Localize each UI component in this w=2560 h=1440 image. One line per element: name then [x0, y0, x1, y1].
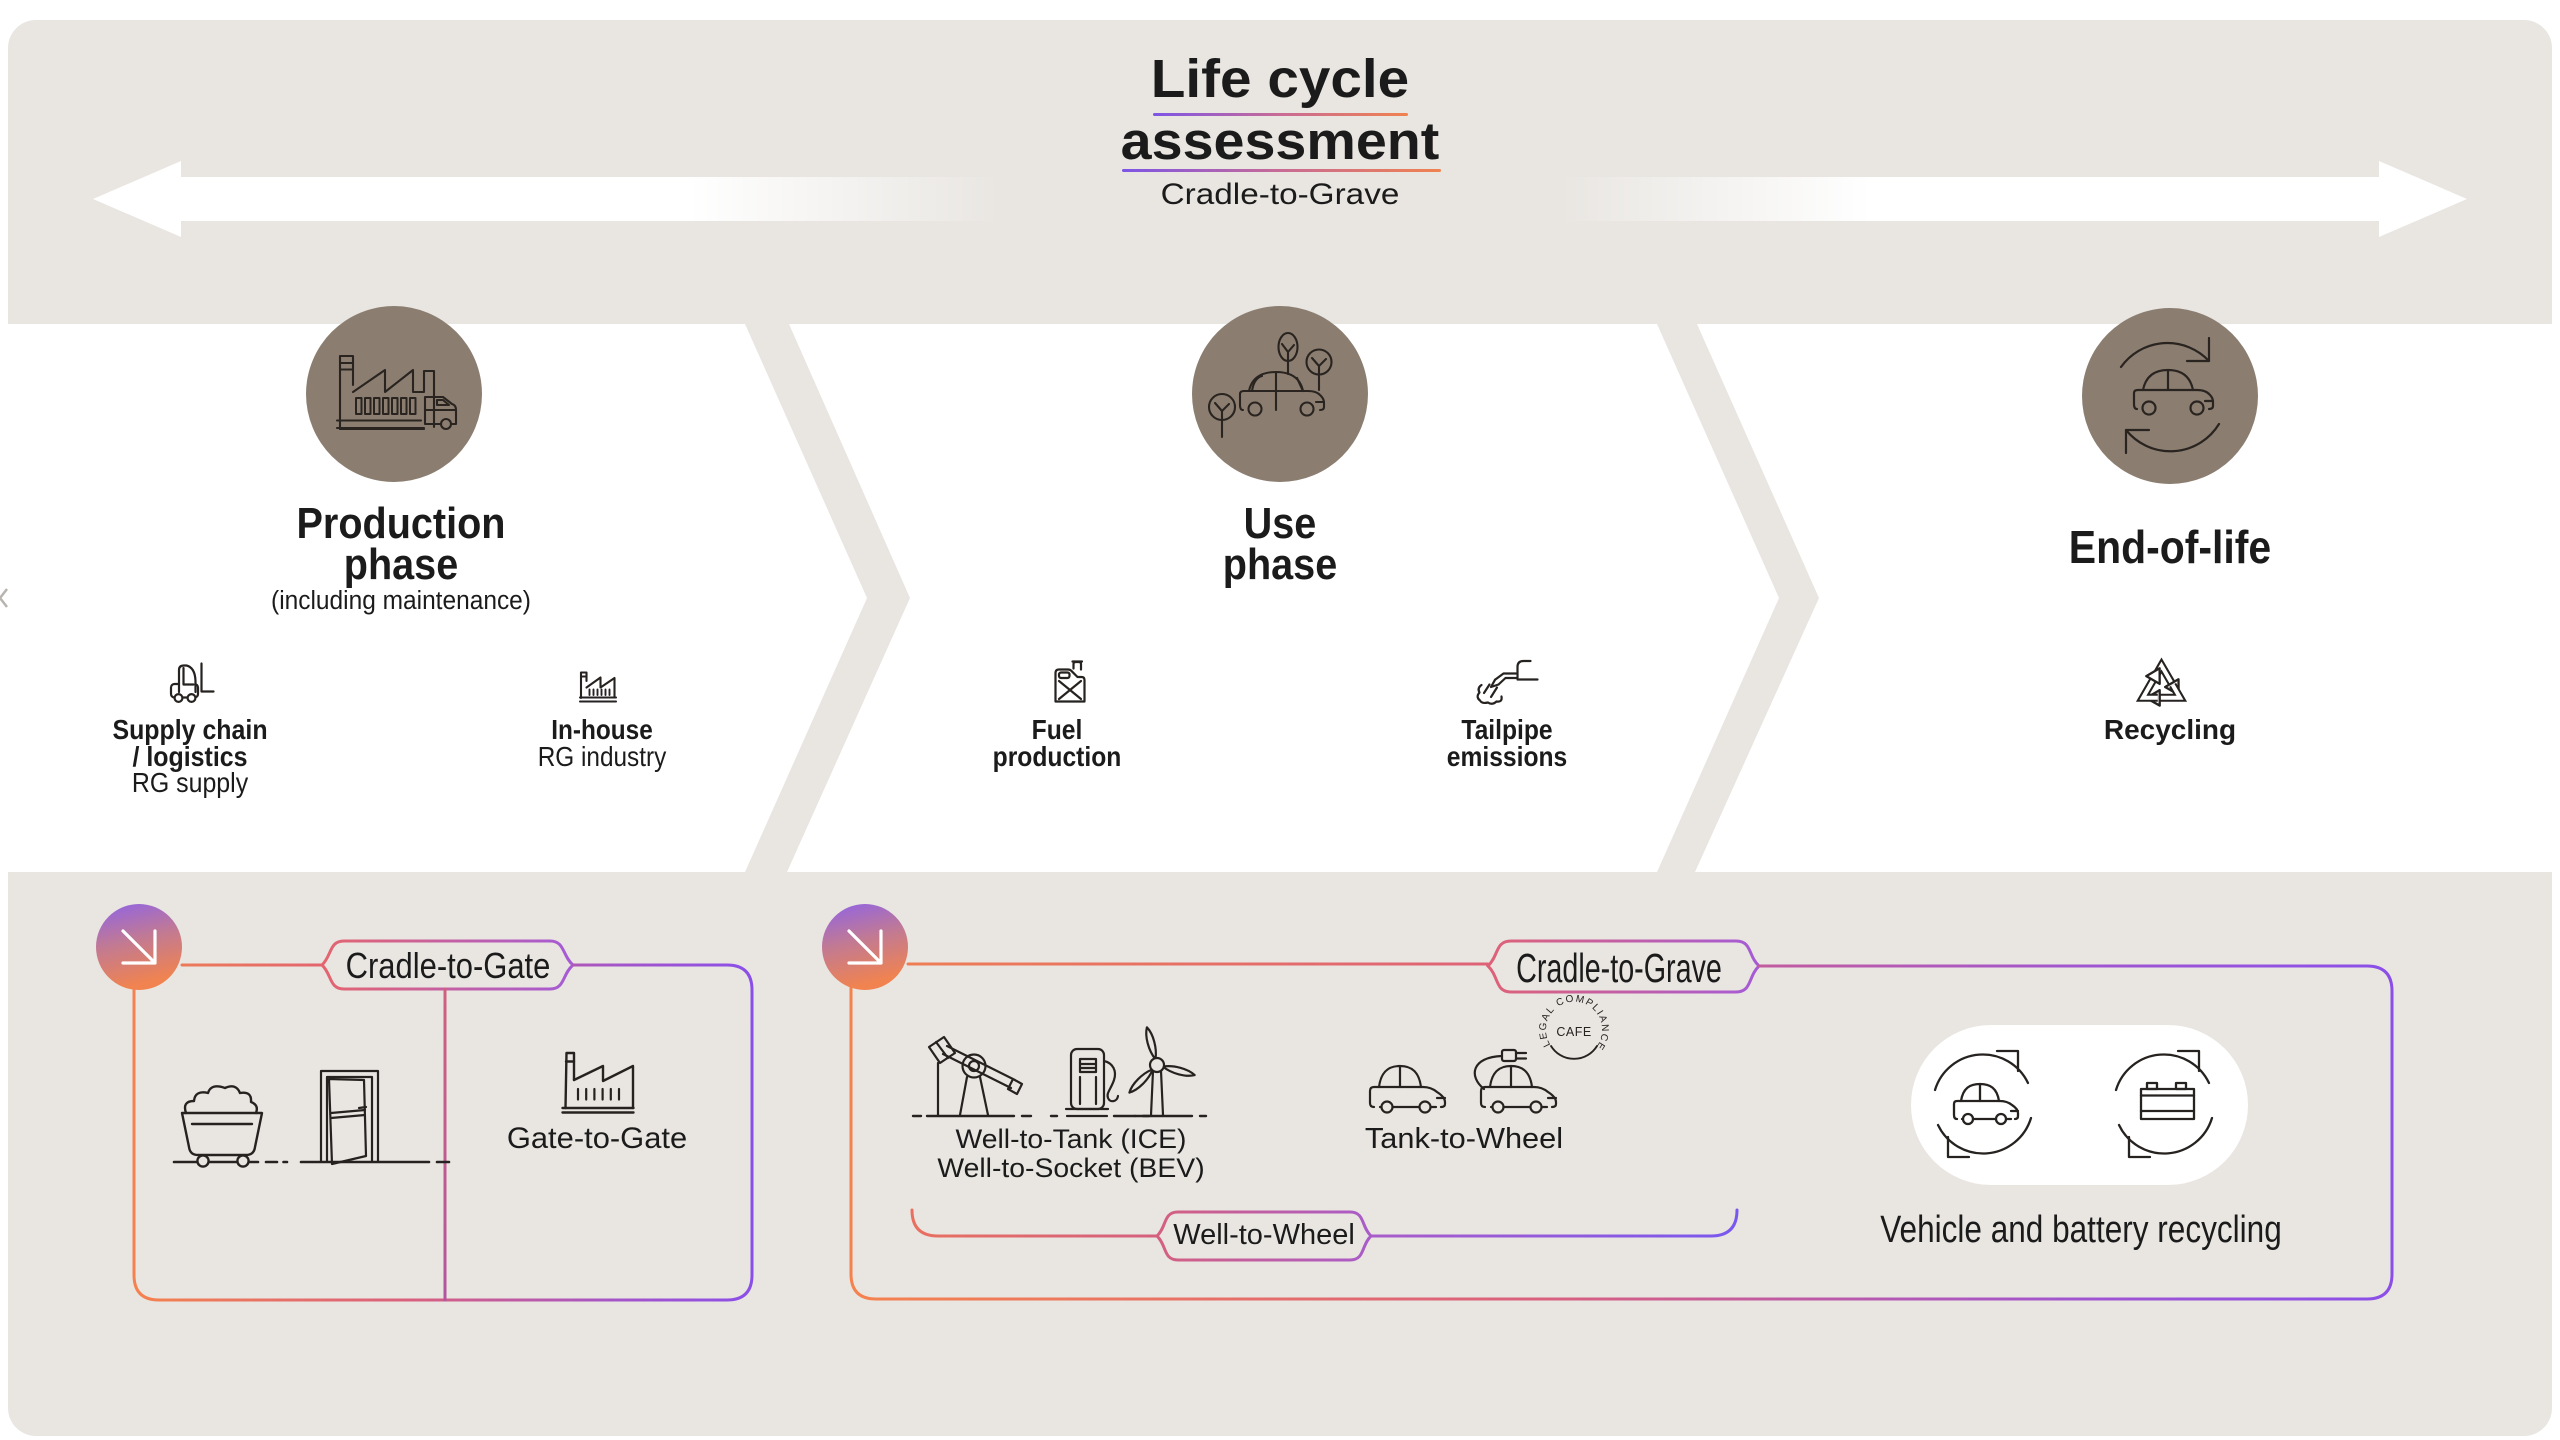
svg-text:CAFE: CAFE — [1556, 1025, 1591, 1039]
svg-text:LEGAL COMPLIANCE: LEGAL COMPLIANCE — [1538, 993, 1610, 1052]
